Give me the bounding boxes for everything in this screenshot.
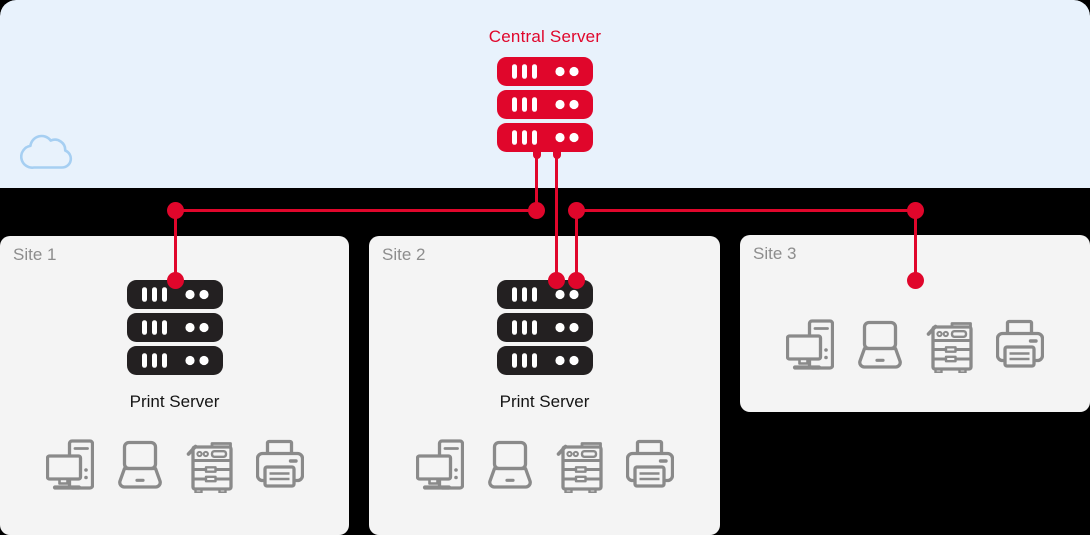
laptop-icon: [856, 319, 904, 373]
site-1-print-server-label: Print Server: [129, 392, 220, 411]
site-3-label: Site 3: [753, 244, 797, 263]
desktop-computer-icon: [46, 439, 94, 493]
drop-to-site2-server: [574, 210, 578, 280]
multifunction-printer-icon: [186, 439, 234, 493]
site-1-print-server-icon: [127, 280, 223, 375]
site-1-label: Site 1: [13, 245, 57, 264]
site-3-device-row: [740, 319, 1090, 373]
connector-central-to-left-bus: [535, 152, 538, 211]
laptop-icon: [116, 439, 164, 493]
desktop-computer-icon: [786, 319, 834, 373]
junction-dot: [906, 271, 924, 289]
site-3-panel: Site 3: [740, 235, 1090, 412]
site-1-device-row: [0, 439, 349, 493]
printer-icon: [626, 439, 674, 493]
connector-central-to-site2-server: [555, 152, 558, 281]
right-bus-line: [576, 209, 915, 212]
left-bus-line: [175, 209, 537, 212]
junction-dot: [906, 202, 924, 219]
printer-icon: [256, 439, 304, 493]
drop-to-site3: [913, 210, 917, 280]
site-2-panel: Site 2 Print Server: [369, 236, 720, 535]
junction-dot: [166, 271, 184, 289]
junction-dot: [548, 271, 565, 289]
cloud-icon: [20, 134, 78, 174]
junction-dot: [567, 271, 585, 289]
multifunction-printer-icon: [926, 319, 974, 373]
junction-dot: [166, 202, 184, 219]
printer-icon: [996, 319, 1044, 373]
multifunction-printer-icon: [556, 439, 604, 493]
desktop-computer-icon: [416, 439, 464, 493]
junction-dot: [567, 202, 585, 219]
site-2-print-server-icon: [497, 280, 593, 375]
junction-dot: [528, 202, 545, 219]
site-2-label: Site 2: [382, 245, 426, 264]
site-2-device-row: [369, 439, 720, 493]
site-2-print-server-label: Print Server: [499, 392, 590, 411]
central-server-icon: [497, 57, 593, 152]
laptop-icon: [486, 439, 534, 493]
drop-to-site1-server: [173, 210, 177, 280]
central-server-label: Central Server: [488, 27, 602, 46]
